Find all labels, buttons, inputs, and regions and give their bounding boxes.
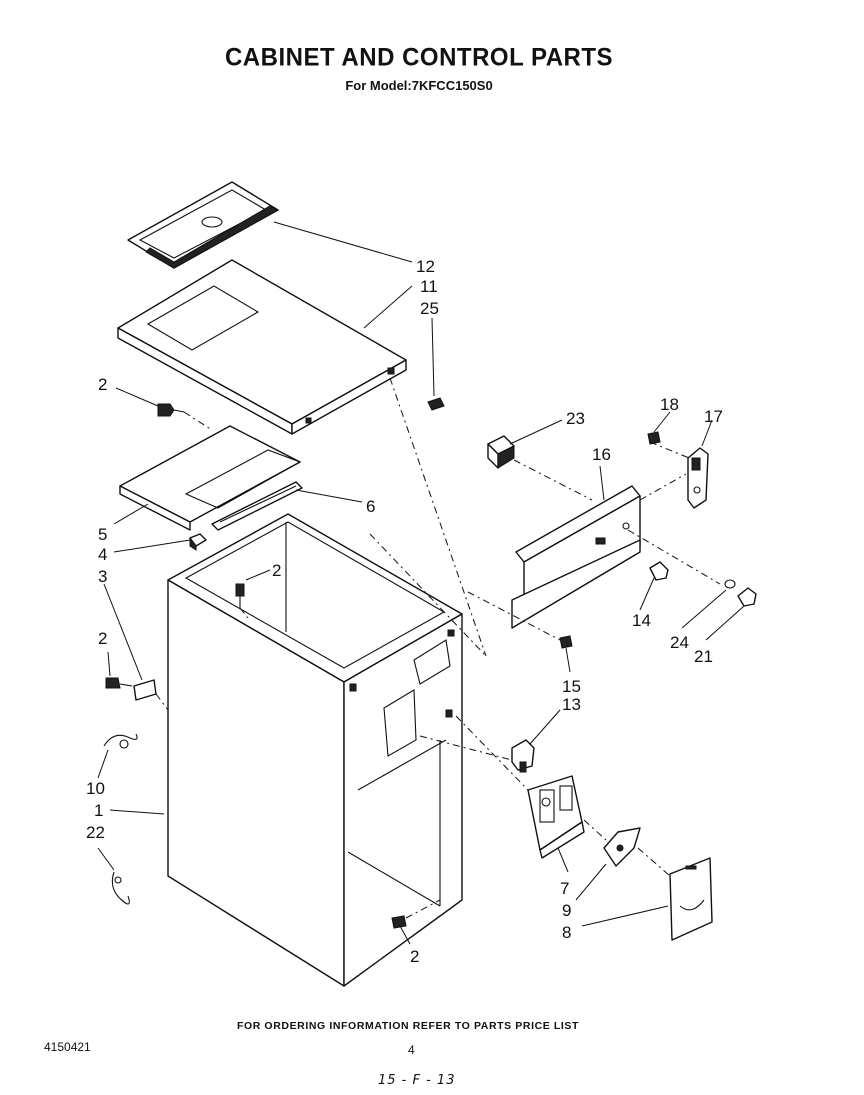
page-number: 4 xyxy=(408,1043,415,1057)
part-8-plate xyxy=(669,857,713,941)
part-13-switch xyxy=(511,739,535,773)
callout-10: 10 xyxy=(86,779,105,798)
part-24-washer xyxy=(724,579,736,589)
part-16-control-bracket xyxy=(511,485,641,629)
callout-6: 6 xyxy=(366,497,375,516)
callout-21: 21 xyxy=(694,647,713,666)
callout-2-bottom: 2 xyxy=(410,947,419,966)
screw-25 xyxy=(427,397,445,411)
part-23-switch xyxy=(487,435,515,469)
part-22-clamp xyxy=(111,871,130,905)
part-5-inner-panel xyxy=(119,425,302,531)
callout-11: 11 xyxy=(420,277,438,296)
part-3-bracket xyxy=(133,679,157,701)
leader-lines xyxy=(97,221,745,945)
callout-2-left: 2 xyxy=(98,629,107,648)
part-12-panel-cover xyxy=(127,181,280,269)
callout-23: 23 xyxy=(566,409,585,428)
callout-22: 22 xyxy=(86,823,105,842)
screw-2-upper xyxy=(157,403,185,417)
callout-2-top: 2 xyxy=(98,375,107,394)
screw-2-lower xyxy=(391,915,407,929)
handwritten-note: 15 - F - 13 xyxy=(378,1073,456,1088)
callout-14: 14 xyxy=(632,611,651,630)
document-number: 4150421 xyxy=(44,1040,91,1054)
callout-3: 3 xyxy=(98,567,107,586)
callout-12: 12 xyxy=(416,257,435,276)
callout-8: 8 xyxy=(562,923,571,942)
callout-labels: 12 11 25 2 6 5 4 3 2 2 10 1 22 2 23 18 1… xyxy=(86,257,723,966)
screw-18 xyxy=(647,431,661,445)
part-17-side-bracket xyxy=(687,447,709,509)
callout-13: 13 xyxy=(562,695,581,714)
callout-16: 16 xyxy=(592,445,611,464)
callout-5: 5 xyxy=(98,525,107,544)
callout-18: 18 xyxy=(660,395,679,414)
ordering-note: FOR ORDERING INFORMATION REFER TO PARTS … xyxy=(236,1020,580,1032)
part-14-knob xyxy=(649,561,669,581)
callout-2-middle: 2 xyxy=(272,561,281,580)
callout-15: 15 xyxy=(562,677,581,696)
alignment-lines xyxy=(155,377,721,919)
screw-2-middle xyxy=(235,583,245,608)
part-4-clip xyxy=(189,533,207,551)
callout-17: 17 xyxy=(704,407,723,426)
part-7-switch-housing xyxy=(527,775,585,859)
callout-4: 4 xyxy=(98,545,107,564)
screw-2-left xyxy=(105,677,133,689)
part-9-disc xyxy=(603,827,641,867)
callout-7: 7 xyxy=(560,879,569,898)
part-10-clamp xyxy=(103,733,138,749)
callout-24: 24 xyxy=(670,633,689,652)
part-6-strip xyxy=(211,481,303,531)
callout-9: 9 xyxy=(562,901,571,920)
callout-1: 1 xyxy=(94,801,103,820)
callout-25: 25 xyxy=(420,299,439,318)
part-21-knob xyxy=(737,587,757,607)
part-1-cabinet-body xyxy=(167,513,463,987)
screw-15 xyxy=(559,635,573,649)
part-11-cabinet-top xyxy=(117,259,407,435)
model-subtitle: For Model:7KFCC150S0 xyxy=(345,78,493,93)
page-title: CABINET AND CONTROL PARTS xyxy=(224,43,614,72)
